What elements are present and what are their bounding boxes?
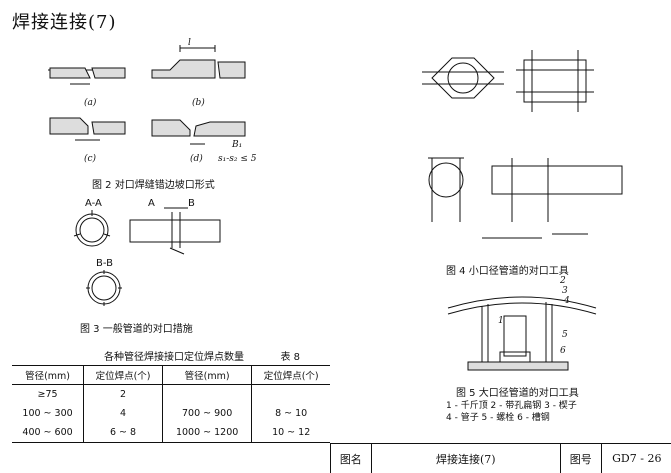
fig5-callout-3: 3 — [562, 286, 568, 296]
table-cell: 1000 ~ 1200 — [161, 423, 252, 443]
title-block-name-label: 图名 — [331, 444, 372, 473]
table-grid: 管径(mm) 定位焊点(个) 管径(mm) 定位焊点(个) ≥75 2 100 … — [12, 365, 330, 443]
fig5-callout-6: 6 — [560, 346, 566, 356]
title-block: 图名 焊接连接(7) 图号 GD7 - 26 — [330, 443, 671, 473]
fig2-label-d: (d) — [190, 154, 203, 164]
fig2-dim-b1: B₁ — [232, 140, 243, 150]
figure-3-drawing — [73, 207, 221, 306]
table-header: 管径(mm) — [161, 365, 252, 385]
page-title: 焊接连接(7) — [12, 12, 117, 33]
table-cell: 700 ~ 900 — [161, 404, 252, 423]
title-block-no-label: 图号 — [561, 444, 602, 473]
fig5-callout-2: 2 — [560, 276, 566, 286]
table-cell: 400 ~ 600 — [12, 423, 84, 443]
fig2-label-c: (c) — [84, 154, 97, 164]
fig3-section-aa: A-A — [85, 198, 102, 209]
fig3-marker-a: A — [148, 198, 155, 209]
figure-2-drawing — [48, 45, 246, 145]
table-cell: 4 — [83, 404, 163, 423]
table-cell: 2 — [83, 384, 163, 404]
fig2-dim-l: l — [188, 38, 191, 48]
fig5-callout-5: 5 — [562, 330, 568, 340]
table-row: 400 ~ 600 6 ~ 8 1000 ~ 1200 10 ~ 12 — [12, 423, 330, 443]
fig3-caption: 图 3 一般管道的对口措施 — [80, 324, 193, 335]
table-cell: 10 ~ 12 — [251, 423, 330, 443]
table-header: 定位焊点(个) — [83, 365, 163, 385]
fig2-condition: s₁-s₂ ≤ 5 — [218, 154, 257, 164]
fig5-legend-line1: 1 - 千斤顶 2 - 带孔扁钢 3 - 楔子 — [446, 401, 577, 411]
table-cell: ≥75 — [37, 389, 58, 400]
table-cell: 6 ~ 8 — [83, 423, 163, 443]
fig3-section-bb: B-B — [96, 258, 113, 269]
fig5-legend-line2: 4 - 管子 5 - 螺栓 6 - 槽钢 — [446, 413, 550, 423]
fig2-label-a: (a) — [84, 98, 97, 108]
table-header: 管径(mm) — [12, 365, 84, 385]
figure-4-drawing — [422, 50, 623, 239]
table-cell — [161, 384, 252, 404]
table-cell — [251, 384, 330, 404]
fig5-caption: 图 5 大口径管道的对口工具 — [456, 388, 579, 399]
fig5-callout-1: 1 — [498, 316, 504, 326]
table-row: ≥75 2 — [12, 384, 330, 404]
fig3-marker-b: B — [188, 198, 195, 209]
fig4-caption: 图 4 小口径管道的对口工具 — [446, 266, 569, 277]
table-number: 表 8 — [280, 352, 300, 363]
weld-point-table: 各种管径焊接接口定位焊点数量 表 8 管径(mm) 定位焊点(个) 管径(mm)… — [12, 348, 330, 443]
fig2-label-b: (b) — [192, 98, 205, 108]
table-row: 100 ~ 300 4 700 ~ 900 8 ~ 10 — [12, 404, 330, 423]
title-block-name: 焊接连接(7) — [372, 444, 561, 473]
fig5-callout-4: 4 — [564, 296, 570, 306]
table-cell: 100 ~ 300 — [22, 408, 73, 419]
table-cell: 8 ~ 10 — [251, 404, 330, 423]
table-header: 定位焊点(个) — [251, 365, 330, 385]
fig2-caption: 图 2 对口焊缝错边坡口形式 — [92, 180, 215, 191]
table-title: 各种管径焊接接口定位焊点数量 — [104, 352, 244, 363]
title-block-no: GD7 - 26 — [612, 452, 662, 465]
figure-5-drawing — [447, 296, 597, 371]
